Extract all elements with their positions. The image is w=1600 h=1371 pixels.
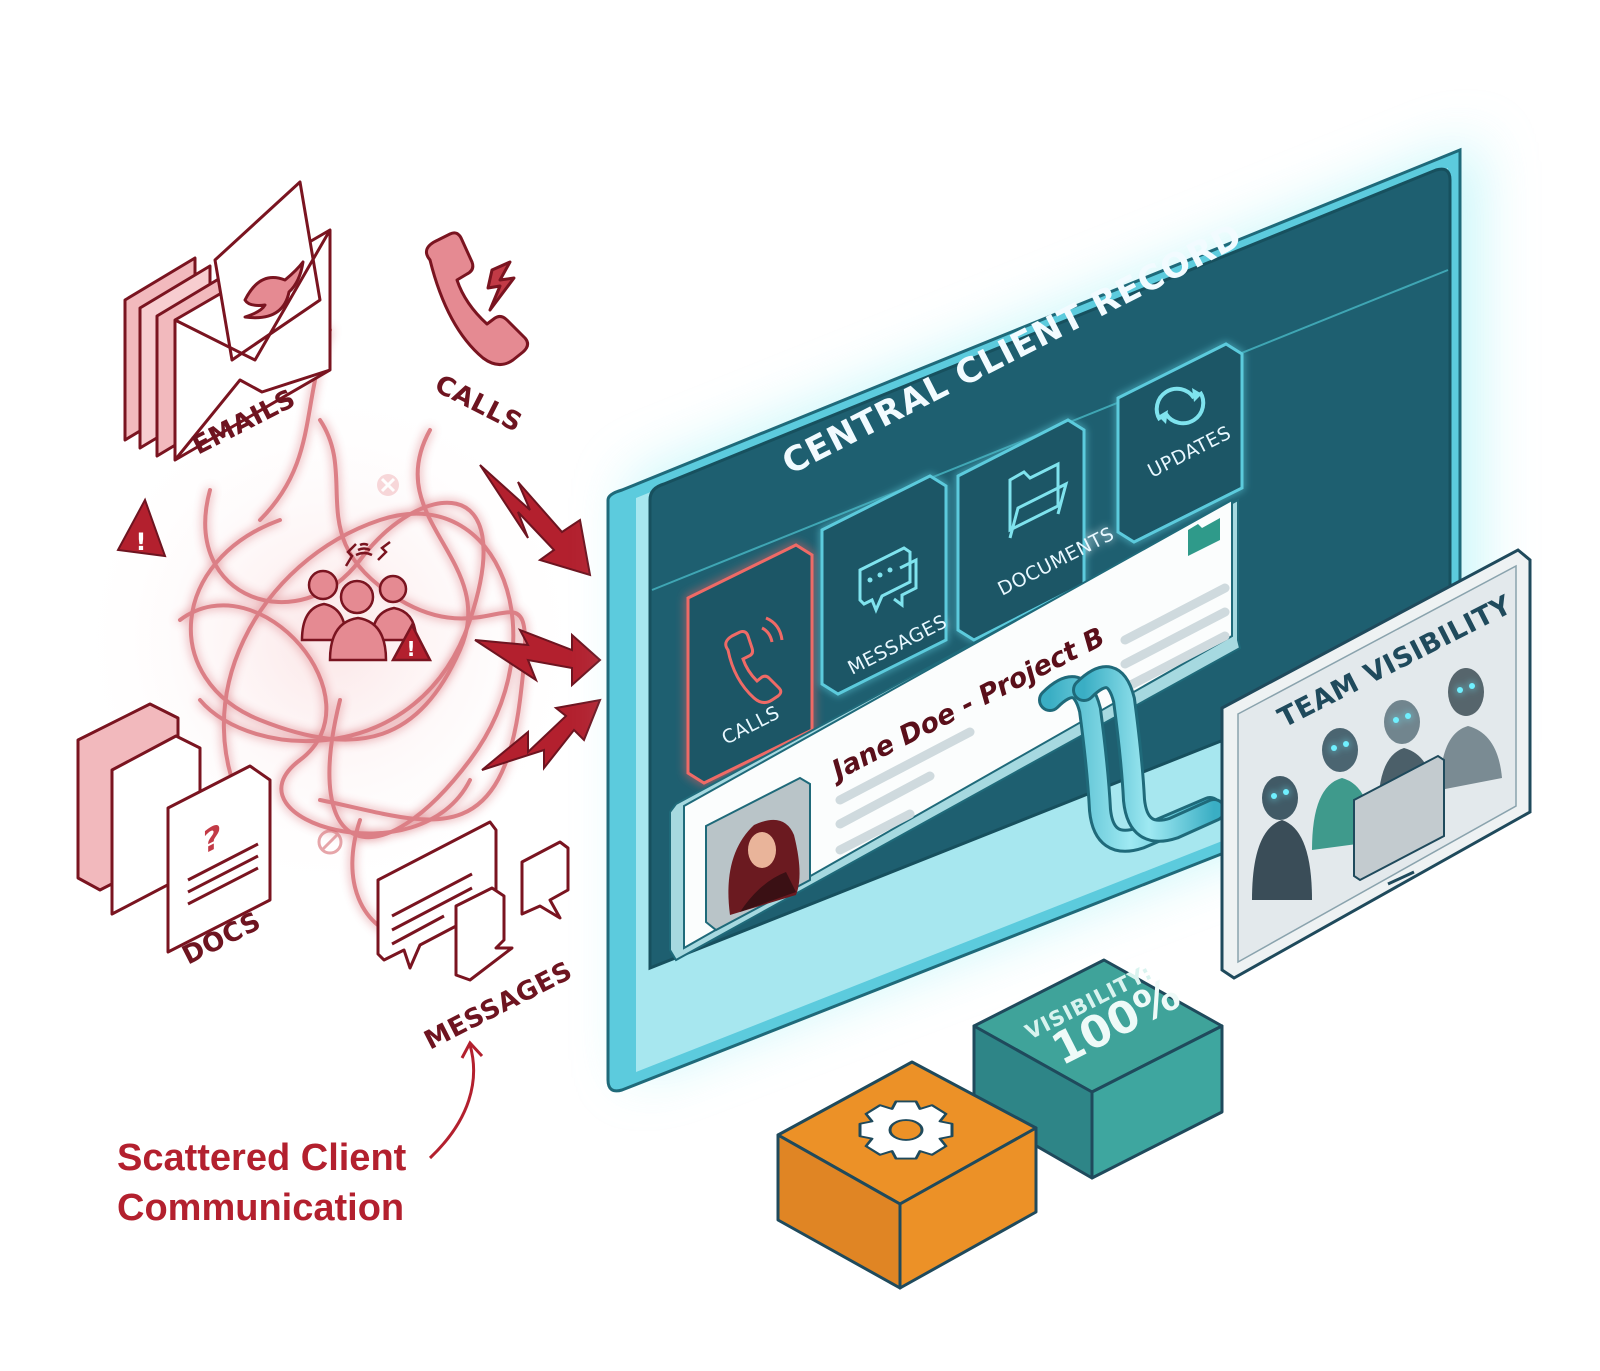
warning-mark: ! [136, 528, 147, 556]
stressed-team-icon: ! [300, 541, 433, 662]
record-detail-lines [835, 727, 975, 855]
warning-mark: ! [406, 637, 415, 661]
caption-line-2: Communication [117, 1187, 404, 1229]
monitor-icon [1353, 754, 1445, 882]
lightning-arrows [474, 464, 602, 771]
tile-calls[interactable]: CALLS [686, 543, 814, 785]
scattered-communication: EMAILS CALLS ! ! [70, 180, 602, 1229]
settings-block[interactable] [776, 1060, 1038, 1290]
blocked-icon [317, 829, 343, 855]
record-detail-lines [1120, 583, 1230, 693]
sync-icon [1154, 386, 1196, 422]
error-x-icon [377, 474, 399, 496]
chat-icon [376, 820, 570, 982]
team-people-icon [1252, 668, 1502, 900]
email-icon [123, 180, 332, 462]
team-visibility-card[interactable]: TEAM VISIBILITY [1220, 548, 1532, 980]
doc-question-mark: ? [203, 816, 222, 863]
tangled-lines [178, 328, 527, 942]
source-label-messages: MESSAGES [420, 956, 578, 1056]
folder-icon [1188, 518, 1220, 556]
connector-pipes [1038, 665, 1226, 853]
folder-icon [1008, 461, 1060, 533]
tile-updates[interactable]: UPDATES [1116, 342, 1244, 544]
lightning-arrow-icon [474, 628, 602, 688]
client-avatar [705, 776, 811, 932]
caption-line-1: Scattered Client [117, 1137, 407, 1179]
caption-arrow [428, 1044, 476, 1160]
visibility-block: VISIBILITY: 100% [972, 958, 1224, 1180]
signal-waves [761, 616, 784, 643]
warning-icon: ! [116, 497, 167, 558]
lightning-arrow-icon [479, 464, 592, 577]
caption-arrowhead [460, 1040, 484, 1059]
central-client-record-panel: CENTRAL CLIENT RECORD CALLS MESSAGES DOC… [606, 140, 1480, 1093]
gear-icon [858, 1100, 954, 1160]
phone-icon [724, 630, 783, 705]
phone-icon [424, 231, 530, 366]
lightning-arrow-icon [481, 698, 602, 771]
document-icon: ? [76, 702, 272, 954]
chat-icon [858, 546, 912, 614]
